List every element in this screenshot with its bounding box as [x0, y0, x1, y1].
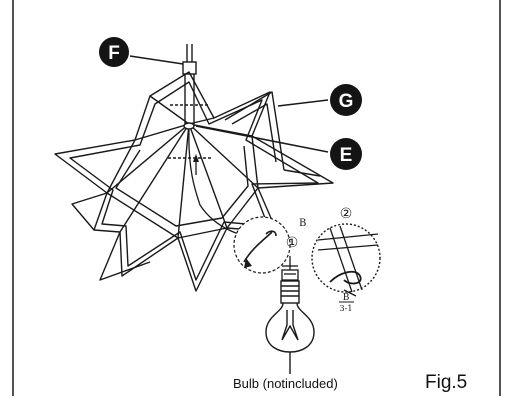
- detail-circle-main: [233, 216, 291, 274]
- callout-leaders: [129, 55, 329, 153]
- wire-arrow-head: [193, 154, 199, 162]
- callout-f-label: F: [108, 43, 120, 64]
- light-bulb: [265, 280, 315, 374]
- callout-e-circle: [330, 138, 362, 170]
- callout-g-circle: [330, 84, 362, 116]
- ceiling-cord: [182, 44, 197, 124]
- callout-e-label: E: [340, 145, 353, 166]
- star-pendant: [54, 71, 334, 292]
- step-two-label: ②: [340, 206, 353, 222]
- step-one-label: ①: [286, 235, 299, 251]
- letter-b-detail: B: [343, 293, 350, 303]
- callout-f-circle: [99, 37, 129, 67]
- figure-label: Fig.5: [425, 372, 468, 393]
- callout-g-label: G: [339, 91, 354, 112]
- detail-circle-enlarged: [311, 223, 381, 297]
- frame-borders: [12, 0, 501, 396]
- socket-assembly: [281, 256, 299, 281]
- letter-b-main: B: [299, 218, 306, 229]
- bulb-caption: Bulb (notincluded): [233, 376, 338, 391]
- detail-fraction: 3-1: [340, 304, 353, 313]
